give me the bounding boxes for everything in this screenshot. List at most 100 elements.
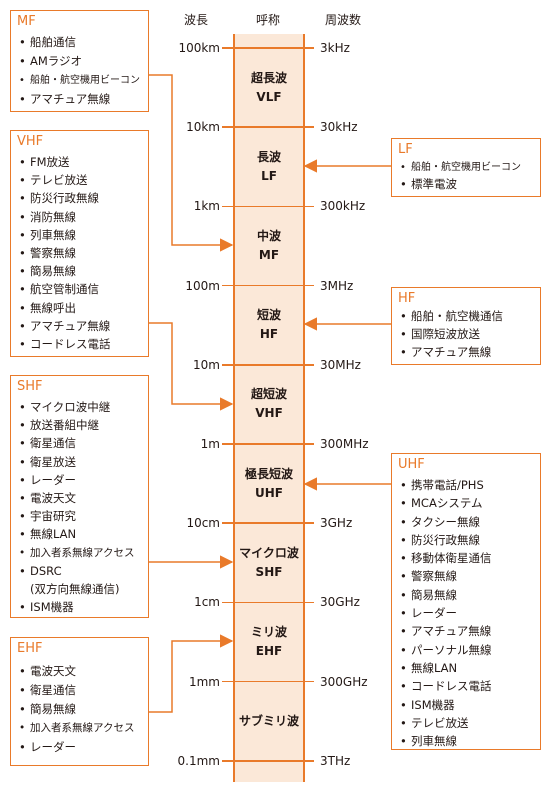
band-hf: 短波 HF <box>234 306 304 344</box>
list-item: •警察無線 <box>19 246 76 261</box>
name-header: 呼称 <box>256 13 281 27</box>
list-item: •電波天文 <box>19 664 76 678</box>
list-item: •国際短波放送 <box>400 327 480 341</box>
shf-box-title: SHF <box>17 379 43 394</box>
frequency-label: 3GHz <box>320 516 353 531</box>
list-item: •簡易無線 <box>400 587 457 602</box>
band-column-right-edge <box>303 34 305 782</box>
hf-box-title: HF <box>398 291 416 306</box>
list-item: •テレビ放送 <box>19 173 88 188</box>
list-item: •テレビ放送 <box>400 715 469 730</box>
list-item: •携帯電話/PHS <box>400 478 484 492</box>
frequency-label: 300MHz <box>320 437 369 451</box>
band-column <box>234 34 304 782</box>
scale-tick <box>222 680 314 683</box>
scale-tick <box>222 205 314 208</box>
band-name: 短波 <box>256 308 281 323</box>
list-item: •タクシー無線 <box>400 514 480 529</box>
uhf-list: •携帯電話/PHS •MCAシステム •タクシー無線 •防災行政無線 •移動体衛… <box>400 476 492 750</box>
scale-tick <box>222 364 314 366</box>
mf-list: •船舶通信 •AMラジオ •船舶・航空機用ビーコン •アマチュア無線 <box>19 33 140 109</box>
band-abbr: UHF <box>255 485 283 500</box>
list-item: •船舶・航空機通信 <box>400 309 503 323</box>
list-item: •標準電波 <box>400 177 457 191</box>
band-shf: マイクロ波 SHF <box>234 544 304 582</box>
lf-box-title: LF <box>398 142 413 157</box>
band-abbr: MF <box>258 248 280 262</box>
wavelength-label: 100m <box>185 278 220 293</box>
band-ehf: ミリ波 EHF <box>234 623 304 661</box>
band-abbr: EHF <box>255 644 283 658</box>
list-item: •船舶通信 <box>19 35 76 49</box>
list-item: •簡易無線 <box>19 702 76 716</box>
lf-list: •船舶・航空機用ビーコン •標準電波 <box>400 159 521 193</box>
band-column-left-edge <box>233 34 235 782</box>
list-item: •アマチュア無線 <box>19 92 111 106</box>
ehf-list: •電波天文 •衛星通信 •簡易無線 •加入者系無線アクセス •レーダー <box>19 662 134 757</box>
list-item: •パーソナル無線 <box>400 642 492 657</box>
list-item: •消防無線 <box>19 209 76 224</box>
list-item: •レーダー <box>19 740 76 754</box>
ehf-box: EHF •電波天文 •衛星通信 •簡易無線 •加入者系無線アクセス •レーダー <box>10 637 149 766</box>
scale-tick <box>222 47 314 49</box>
scale-tick <box>222 522 314 524</box>
shf-box: SHF •マイクロ波中継 •放送番組中継 •衛星通信 •衛星放送 •レーダー •… <box>10 375 149 618</box>
list-item: •アマチュア無線 <box>19 318 111 333</box>
list-item: •アマチュア無線 <box>400 345 492 359</box>
list-item: •MCAシステム <box>400 496 483 511</box>
band-name: 中波 <box>256 229 281 243</box>
wavelength-label: 1m <box>200 437 220 451</box>
band-abbr: VLF <box>256 89 282 104</box>
band-name: 極長短波 <box>244 466 293 481</box>
mf-arrow <box>149 74 234 252</box>
list-item: •コードレス電話 <box>19 337 111 352</box>
wavelength-label: 10km <box>186 120 220 135</box>
list-item: •放送番組中継 <box>19 418 99 433</box>
scale-tick <box>222 443 314 445</box>
scale-tick <box>222 760 314 762</box>
vhf-list: •FM放送 •テレビ放送 •防災行政無線 •消防無線 •列車無線 •警察無線 •… <box>19 153 111 353</box>
list-item: •船舶・航空機用ビーコン <box>400 162 521 173</box>
vhf-arrow <box>149 322 234 411</box>
list-item: •警察無線 <box>400 569 457 584</box>
band-name: ミリ波 <box>250 625 287 639</box>
frequency-label: 30GHz <box>320 595 360 610</box>
band-name: 超短波 <box>250 387 287 402</box>
band-abbr: SHF <box>255 564 283 579</box>
frequency-label: 3THz <box>320 753 351 768</box>
list-item: •無線呼出 <box>19 300 76 315</box>
list-item: •船舶・航空機用ビーコン <box>19 75 140 86</box>
list-item: •防災行政無線 <box>19 191 99 206</box>
lf-box: LF •船舶・航空機用ビーコン •標準電波 <box>391 138 541 197</box>
list-item: •列車無線 <box>400 734 457 749</box>
list-item: •ISM機器 <box>400 697 455 712</box>
list-item: •加入者系無線アクセス <box>19 722 135 734</box>
band-name: 超長波 <box>250 70 287 85</box>
uhf-box: UHF •携帯電話/PHS •MCAシステム •タクシー無線 •防災行政無線 •… <box>391 453 541 750</box>
mf-box-title: MF <box>17 14 36 29</box>
list-item: •防災行政無線 <box>400 532 480 547</box>
list-item: •列車無線 <box>19 227 76 242</box>
list-item: •衛星通信 <box>19 683 76 697</box>
wavelength-label: 0.1mm <box>177 753 220 768</box>
wavelength-label: 10m <box>193 357 220 372</box>
hf-list: •船舶・航空機通信 •国際短波放送 •アマチュア無線 <box>400 307 503 361</box>
band-abbr: HF <box>259 327 279 342</box>
wavelength-header: 波長 <box>184 13 209 27</box>
list-item: •アマチュア無線 <box>400 624 492 639</box>
list-item: •AMラジオ <box>19 54 83 68</box>
frequency-label: 300GHz <box>320 674 368 689</box>
list-item: •加入者系無線アクセス <box>19 546 135 559</box>
scale-tick <box>222 126 314 128</box>
list-item: •移動体衛星通信 <box>400 551 492 566</box>
list-item: •レーダー <box>19 472 76 487</box>
vhf-box: VHF •FM放送 •テレビ放送 •防災行政無線 •消防無線 •列車無線 •警察… <box>10 130 149 357</box>
band-name: マイクロ波 <box>239 545 299 560</box>
wavelength-label: 10cm <box>186 516 220 531</box>
list-item: •レーダー <box>400 606 457 621</box>
list-item: •マイクロ波中継 <box>19 400 111 414</box>
band-mf: 中波 MF <box>234 227 304 265</box>
frequency-label: 3MHz <box>320 278 354 293</box>
